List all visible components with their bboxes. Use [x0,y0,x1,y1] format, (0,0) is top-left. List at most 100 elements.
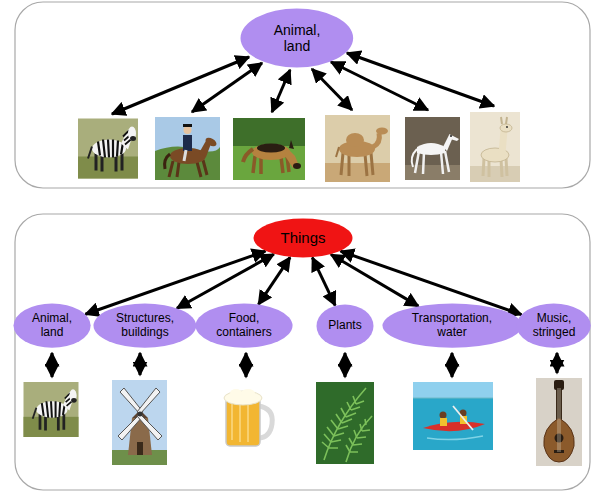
kayak-photo [413,382,493,450]
node-label-box: Animal, land [240,8,354,68]
llama-photo-part [502,130,504,154]
ellipse-node: Structures, buildings [93,303,197,348]
ellipse-shape [317,305,374,348]
beer-mug-photo-part [241,389,255,397]
connector-arrow [177,254,274,308]
ellipse-node: Animal, land [240,8,354,68]
leader-arrows-top-part [272,70,290,112]
node-label-box: Food, containers [195,303,293,348]
node-label: Music, stringed [531,312,577,340]
kayak-photo-part [413,382,493,450]
zebra-photo [24,382,79,437]
kayak-photo-part [440,412,447,419]
horse-photo-part [184,126,192,134]
greyhound-photo-part [405,165,460,180]
beer-mug-photo-part [230,389,242,397]
horse-photo [155,117,220,180]
connector-arrow [312,258,335,306]
dog-photo-part [243,149,253,162]
leader-arrows-top-part [312,69,352,110]
fern-photo-part-part [329,401,364,448]
fern-photo-part-part [324,388,366,460]
windmill-photo-part-part [137,414,162,440]
node-label-box: Animal, land [13,303,91,348]
greyhound-photo [405,117,460,180]
dog-photo-part [293,163,301,169]
node-label: Transportation, water [406,312,498,340]
windmill-photo [112,380,167,465]
greyhound-photo-part [450,135,452,137]
dog-photo-part [252,144,290,160]
ellipse-shape [195,304,292,348]
mandolin-photo-part [558,388,560,452]
fern-photo-part [322,388,372,462]
dog-photo-part [289,140,294,149]
ellipse-shape [13,304,90,348]
beer-mug-photo [218,382,280,452]
camel-photo-part [373,133,379,147]
horse-photo-part [204,136,218,148]
horse-photo-part [165,154,170,169]
mandolin-photo-part [536,378,582,466]
fern-photo-part-part [346,416,372,462]
node-label: Structures, buildings [112,312,178,340]
zebra-photo [78,119,138,179]
node-label: Plants [328,319,361,333]
node-label-box: Structures, buildings [93,303,197,348]
ellipse-node: Plants [316,304,374,348]
fern-photo-part [316,382,374,464]
camel-photo-part [376,128,388,135]
ellipse-node: Transportation, water [382,303,523,348]
fern-photo-part-part [350,430,370,452]
node-label: Things [280,229,325,246]
greyhound-photo-part [412,149,417,167]
leader-arrows-top-part [347,53,494,106]
leader-arrows-bottom-part [245,353,248,377]
leader-arrows-bottom-part [344,353,347,377]
greyhound-photo-part [417,143,445,155]
windmill-photo-part [112,380,167,465]
windmill-photo-part [137,442,143,455]
kayak-photo-part [453,406,473,430]
ellipse-shape [517,304,591,348]
mandolin-photo [536,378,582,466]
llama-photo-part [500,124,512,132]
horse-photo-part [183,124,192,127]
camel-photo-part [325,115,390,182]
horse-photo-part [183,135,192,151]
ellipse-shape [254,219,353,258]
greyhound-photo-part [449,134,459,141]
leader-arrows-bottom-part [451,353,454,377]
greyhound-photo-part [405,117,460,180]
node-label-box: Plants [316,304,374,348]
windmill-photo-part [138,412,143,417]
camel-photo-part [346,133,364,147]
fern-photo [316,382,374,464]
leader-arrows-bottom-part [556,353,559,373]
ellipse-shape [241,9,354,68]
ellipse-node: Food, containers [195,303,293,348]
leader-arrows-top-part [331,62,428,110]
mandolin-photo-part [554,450,564,453]
node-label-box: Music, stringed [516,303,591,348]
llama-photo-part [470,112,520,182]
node-label-box: Transportation, water [382,303,523,348]
ellipse-node: Animal, land [13,303,91,348]
node-label: Animal, land [28,312,76,340]
leader-arrows-bottom-part [139,353,142,375]
kayak-photo-part [440,418,447,426]
mandolin-photo-part [555,434,564,443]
mandolin-photo-part [544,418,574,462]
camel-photo-part [336,147,339,157]
ellipse-node: Music, stringed [516,303,591,348]
camel-photo-part [325,163,390,182]
connector-arrow [258,257,290,304]
horse-photo-part [155,117,220,180]
ellipse-shape [94,304,197,348]
llama-photo-part [501,117,507,124]
leader-arrows-top-part [192,63,262,112]
windmill-photo-part-part [137,388,160,414]
fern-photo-part-part [346,419,366,452]
kayak-photo-part [427,436,483,440]
dog-photo [233,118,305,180]
